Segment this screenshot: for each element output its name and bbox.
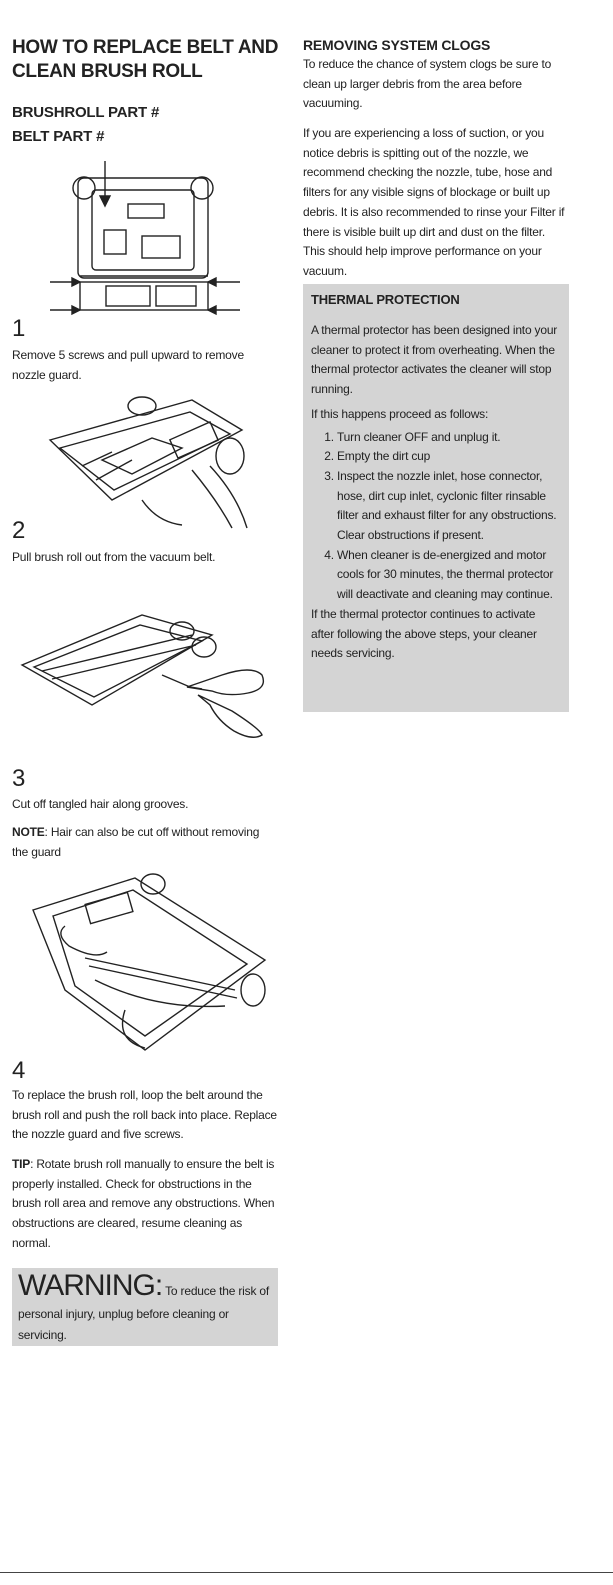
scissors-brushroll-icon — [20, 614, 265, 738]
step-2-number: 2 — [12, 517, 26, 544]
step-4-text: To replace the brush roll, loop the belt… — [12, 1088, 277, 1142]
tip-label: TIP — [12, 1157, 31, 1171]
thermal-step: When cleaner is de-energized and motor c… — [337, 546, 561, 605]
step-2-text: Pull brush roll out from the vacuum belt… — [12, 550, 216, 564]
note-paragraph: NOTE: Hair can also be cut off without r… — [12, 823, 277, 862]
note-label: NOTE — [12, 825, 45, 839]
thermal-paragraph-2: If this happens proceed as follows: — [311, 406, 489, 421]
thermal-protection-box: THERMAL PROTECTION A thermal protector h… — [303, 284, 569, 712]
page-title: HOW TO REPLACE BELT AND CLEAN BRUSH ROLL — [12, 37, 279, 82]
vacuum-bottom-diagram-icon — [50, 161, 240, 316]
step-4-number: 4 — [12, 1057, 26, 1084]
thermal-step: Inspect the nozzle inlet, hose connector… — [337, 467, 561, 546]
thermal-step: Empty the dirt cup — [337, 447, 561, 467]
warning-text: To reduce the risk of personal injury, u… — [18, 1284, 269, 1342]
clogs-paragraph-2: If you are experiencing a loss of suctio… — [303, 126, 565, 278]
note-text: : Hair can also be cut off without remov… — [12, 825, 260, 859]
thermal-steps-list: Turn cleaner OFF and unplug it. Empty th… — [311, 428, 561, 605]
warning-box: WARNING: To reduce the risk of personal … — [12, 1268, 278, 1346]
step-3-number: 3 — [12, 765, 26, 792]
belt-part-label: BELT PART # — [12, 128, 105, 145]
clogs-title: REMOVING SYSTEM CLOGS — [303, 37, 491, 53]
thermal-title: THERMAL PROTECTION — [311, 292, 460, 307]
tip-paragraph: TIP: Rotate brush roll manually to ensur… — [12, 1155, 277, 1254]
thermal-paragraph-3: If the thermal protector continues to ac… — [311, 606, 537, 661]
step-3-text: Cut off tangled hair along grooves. — [12, 797, 189, 811]
nozzle-guard-removed-icon — [48, 396, 248, 529]
brushroll-replace-icon — [32, 873, 267, 1051]
brushroll-part-label: BRUSHROLL PART # — [12, 104, 160, 121]
thermal-step: Turn cleaner OFF and unplug it. — [337, 428, 561, 448]
warning-label: WARNING: — [18, 1269, 163, 1302]
bottom-rule — [0, 1572, 613, 1573]
step-1-number: 1 — [12, 315, 26, 342]
clogs-paragraph-1: To reduce the chance of system clogs be … — [303, 57, 552, 111]
tip-text: : Rotate brush roll manually to ensure t… — [12, 1157, 275, 1250]
step-1-text: Remove 5 screws and pull upward to remov… — [12, 348, 244, 382]
thermal-paragraph-1: A thermal protector has been designed in… — [311, 323, 558, 397]
